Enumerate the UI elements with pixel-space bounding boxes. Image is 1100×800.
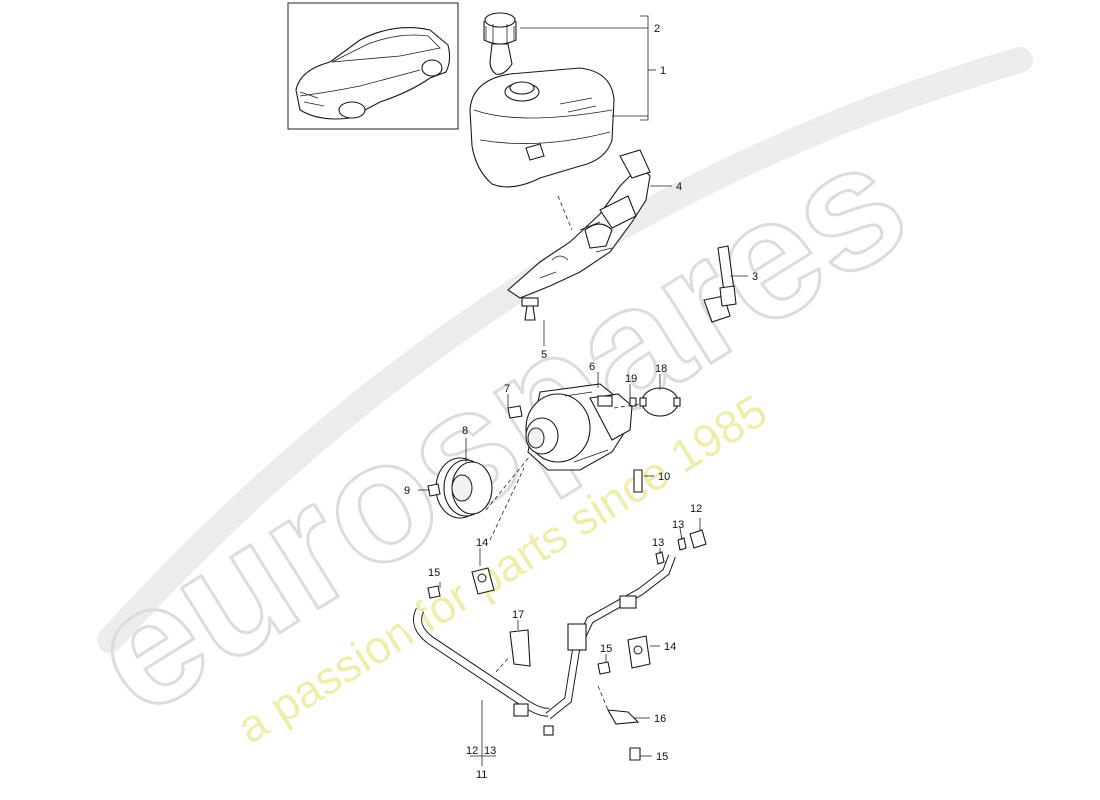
banjo-bolt [689,529,707,549]
clamp-screw-right [597,661,611,675]
callout-4: 4 [676,181,682,193]
callout-2: 2 [654,23,660,35]
reservoir-cap [483,12,517,75]
callout-1: 1 [660,65,666,77]
vehicle-thumbnail [287,2,459,130]
callout-5: 5 [541,349,547,361]
callout-13-mid: 13 [652,537,664,549]
callout-labels: 2 1 4 3 5 6 7 18 19 8 9 10 12 13 13 14 1… [404,23,758,781]
callout-9: 9 [404,485,410,497]
holder-screw [629,747,641,761]
hose-bracket [509,629,531,667]
fluid-reservoir [469,67,615,188]
callout-8: 8 [462,425,468,437]
callout-7: 7 [504,383,510,395]
pump-screw [507,405,523,419]
callout-6: 6 [589,361,595,373]
seal-ring [629,397,637,407]
callout-17: 17 [512,609,524,621]
mounting-bracket [507,149,651,299]
callout-10: 10 [658,471,670,483]
leader-lines [418,15,748,766]
callout-15-bottom: 15 [656,751,668,763]
callout-14-right: 14 [664,641,676,653]
pulley [435,457,493,519]
pulley-bolt [427,483,441,497]
callout-16: 16 [654,713,666,725]
callout-15-right: 15 [600,643,612,655]
power-steering-pump [525,383,633,471]
callout-12-top: 12 [690,503,702,515]
hose-clamp-upper [471,567,495,595]
callout-13-bottom: 13 [484,745,496,757]
callout-14-upper: 14 [476,537,488,549]
callout-11: 11 [476,769,487,781]
hose-assembly [397,554,676,736]
level-sensor [703,245,737,323]
callout-15-upper: 15 [428,567,440,579]
callout-3: 3 [752,271,758,283]
pressure-accumulator [639,387,681,417]
hose-holder [606,709,640,725]
callout-19: 19 [625,373,637,385]
callout-12-bottom: 12 [466,745,478,757]
bracket-bolt [521,297,539,321]
callout-13-top: 13 [672,519,684,531]
watermark-logo: eurospares [59,105,937,752]
callout-18: 18 [655,363,667,375]
pump-bolt [633,469,643,493]
hose-clamp-right [627,635,651,669]
clamp-screw-upper [427,585,441,599]
